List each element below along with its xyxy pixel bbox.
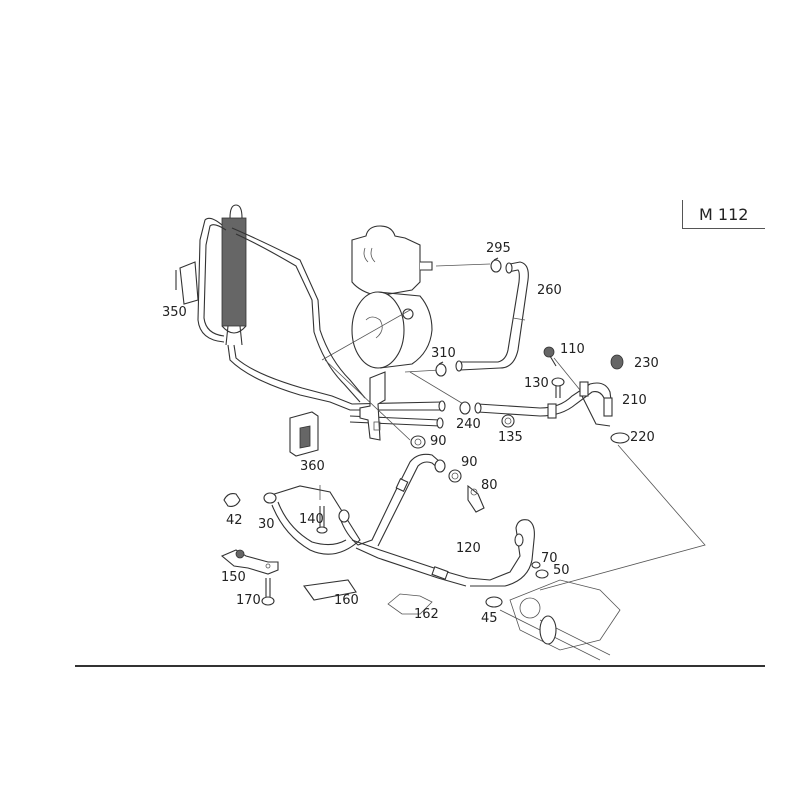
callout-350: 350 bbox=[162, 305, 187, 320]
callout-162: 162 bbox=[414, 607, 439, 622]
callout-45: 45 bbox=[481, 611, 498, 626]
callout-50: 50 bbox=[553, 563, 570, 578]
pressure-hose bbox=[339, 453, 535, 587]
shield-162 bbox=[387, 593, 433, 615]
bolt-170 bbox=[261, 578, 275, 606]
clamp-240 bbox=[459, 401, 471, 415]
oil-cooler-part bbox=[175, 204, 247, 346]
callout-170: 170 bbox=[236, 593, 261, 608]
callout-210: 210 bbox=[622, 393, 647, 408]
callout-80: 80 bbox=[481, 478, 498, 493]
grommet-230 bbox=[610, 354, 624, 370]
callout-135: 135 bbox=[498, 430, 523, 445]
grommet-45 bbox=[485, 596, 503, 608]
callout-230: 230 bbox=[634, 356, 659, 371]
callout-220: 220 bbox=[630, 430, 655, 445]
o-ring-220 bbox=[610, 432, 630, 444]
hose-260 bbox=[455, 261, 529, 372]
callout-140: 140 bbox=[299, 512, 324, 527]
seal-70 bbox=[531, 561, 541, 569]
plate-160 bbox=[303, 579, 357, 601]
bolt-130 bbox=[551, 377, 565, 398]
cooler-lines bbox=[197, 217, 446, 429]
washer-90a bbox=[410, 435, 426, 449]
callout-160: 160 bbox=[334, 593, 359, 608]
callout-110: 110 bbox=[560, 342, 585, 357]
leader-lines bbox=[319, 263, 706, 591]
callout-30: 30 bbox=[258, 517, 275, 532]
banjo-bolt-80 bbox=[467, 484, 485, 513]
bracket-150 bbox=[220, 549, 279, 575]
callout-42: 42 bbox=[226, 513, 243, 528]
nut-135 bbox=[501, 414, 515, 428]
clamp-295 bbox=[490, 257, 502, 273]
callout-310: 310 bbox=[431, 346, 456, 361]
part-360 bbox=[289, 411, 319, 457]
washer-90b bbox=[448, 469, 462, 483]
hose-30 bbox=[263, 485, 361, 555]
steering-gear bbox=[499, 579, 621, 661]
bolt-110 bbox=[543, 346, 557, 367]
bottom-divider bbox=[75, 665, 765, 667]
callout-150: 150 bbox=[221, 570, 246, 585]
callout-240: 240 bbox=[456, 417, 481, 432]
power-steering-pump bbox=[351, 225, 433, 369]
callout-130: 130 bbox=[524, 376, 549, 391]
line-210 bbox=[474, 381, 613, 427]
callout-295: 295 bbox=[486, 241, 511, 256]
clamp-310 bbox=[435, 361, 447, 377]
model-designation-box: M 112 bbox=[682, 200, 765, 229]
bolt-140 bbox=[316, 506, 328, 534]
mounting-bracket bbox=[359, 371, 386, 441]
callout-70: 70 bbox=[541, 551, 558, 566]
callout-260: 260 bbox=[537, 283, 562, 298]
callout-90-upper: 90 bbox=[430, 434, 447, 449]
clip-42 bbox=[223, 493, 241, 507]
callout-360: 360 bbox=[300, 459, 325, 474]
model-label: M 112 bbox=[699, 205, 749, 224]
seal-50 bbox=[535, 569, 549, 579]
callout-120: 120 bbox=[456, 541, 481, 556]
callout-90-lower: 90 bbox=[461, 455, 478, 470]
